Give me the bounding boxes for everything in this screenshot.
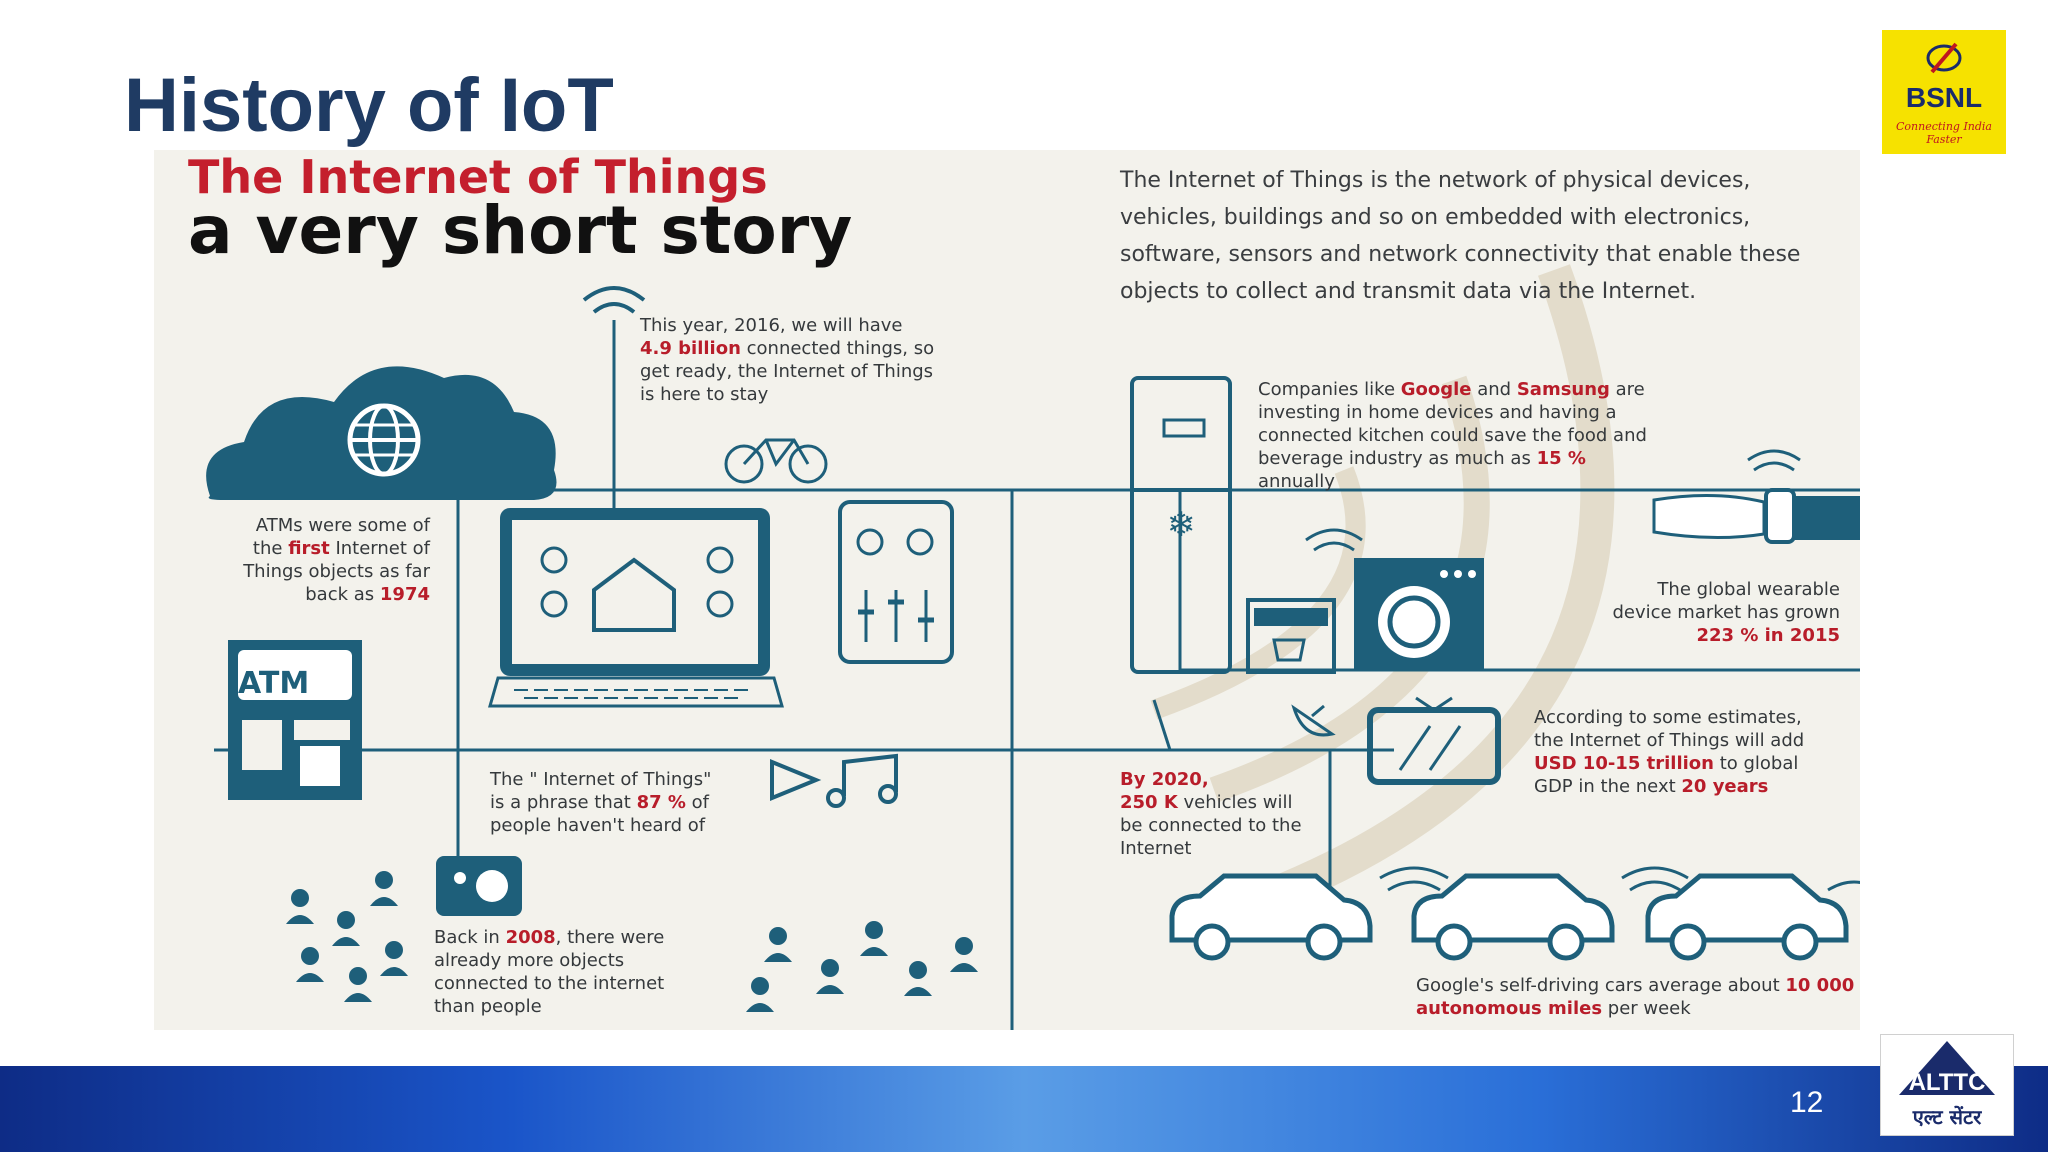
fact-phrase: The " Internet of Things" is a phrase th…	[490, 769, 712, 836]
footer-bar	[0, 1066, 2048, 1152]
fact-vehicles: By 2020,250 K vehicles will be connected…	[1120, 769, 1302, 859]
infographic-heading-line1: The Internet of Things	[188, 150, 768, 204]
page-number: 12	[1790, 1086, 1824, 1119]
play-icon	[770, 759, 822, 801]
cloud-globe-icon	[206, 366, 557, 500]
tablet-controls-icon	[838, 500, 954, 664]
laptop-smarthome-icon	[488, 508, 784, 708]
coffee-machine-icon	[1246, 598, 1336, 674]
fact-cars: Google's self-driving cars average about…	[1416, 975, 1855, 1019]
fridge-icon: ❄	[1130, 376, 1232, 674]
infographic-heading-line2: a very short story	[188, 192, 853, 269]
altc-name: ALTTC	[1908, 1069, 1986, 1096]
altc-triangle-icon	[1899, 1041, 1995, 1095]
fact-2016: This year, 2016, we will have 4.9 billio…	[640, 315, 935, 405]
altc-logo: ALTTC एल्ट सेंटर	[1880, 1034, 2014, 1136]
atm-label: ATM	[238, 666, 310, 701]
people-icon	[286, 871, 978, 1012]
iot-infographic: ❄	[154, 150, 1860, 1030]
fact-gdp: According to some estimates, the Interne…	[1534, 707, 1805, 797]
bsnl-name: BSNL	[1905, 82, 1983, 113]
camera-icon	[436, 856, 522, 916]
altc-hindi-name: एल्ट सेंटर	[1912, 1105, 1982, 1129]
fact-atm: ATMs were some of the first Internet of …	[243, 515, 430, 605]
svg-text:❄: ❄	[1167, 505, 1196, 545]
fact-wearable: The global wearable device market has gr…	[1612, 579, 1840, 646]
tv-icon	[1367, 696, 1501, 785]
infographic-graphics: ❄	[206, 264, 1860, 1030]
smartwatch-icon	[1652, 488, 1860, 544]
slide-title: History of IoT	[124, 63, 614, 148]
satellite-dish-icon	[1291, 704, 1336, 737]
infographic-intro: The Internet of Things is the network of…	[1120, 168, 1801, 304]
washing-machine-icon	[1354, 558, 1484, 670]
fact-2008: Back in 2008, there were already more ob…	[434, 927, 665, 1017]
bsnl-tagline: Connecting India Faster	[1896, 120, 1992, 146]
bsnl-logo: BSNL Connecting India Faster	[1882, 30, 2006, 154]
music-note-icon	[826, 753, 898, 808]
fact-companies: Companies like Google and Samsung are in…	[1258, 379, 1647, 492]
car-icon	[1169, 873, 1849, 961]
atm-machine-icon	[228, 640, 362, 800]
bsnl-emblem-icon	[1926, 42, 1962, 74]
bicycle-icon	[724, 438, 828, 484]
wifi-icon	[582, 286, 646, 314]
wifi-icon	[1305, 449, 1860, 892]
